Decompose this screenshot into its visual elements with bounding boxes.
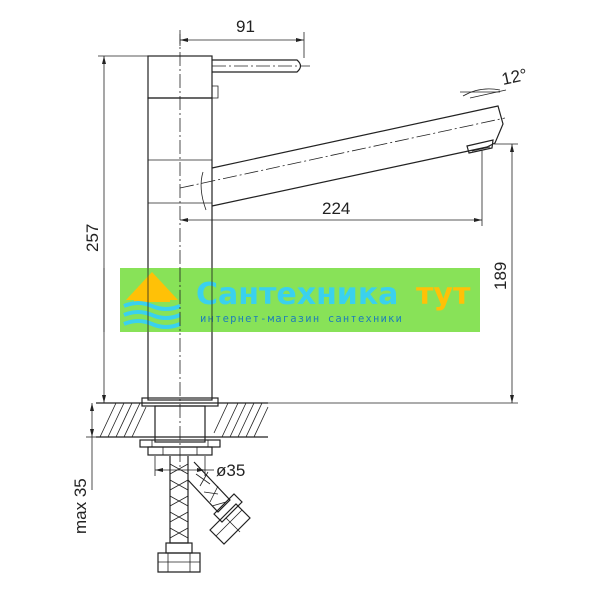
dim-max-thickness: max 35: [71, 478, 90, 534]
dimension-lines: [86, 32, 518, 490]
house-waves-icon: [123, 272, 181, 329]
spout-centerline: [179, 117, 506, 189]
dim-spout-reach: 224: [322, 199, 350, 218]
watermark-brand: Сантехника: [196, 277, 398, 312]
aerator: [466, 139, 494, 154]
watermark-brand-accent: тут: [416, 277, 471, 312]
fitting-angled-nut: [209, 503, 251, 545]
countertop-hatch-left: [99, 402, 147, 438]
hose-angled: [187, 461, 231, 513]
watermark-tagline: интернет-магазин сантехники: [200, 313, 403, 325]
fitting-straight-collar: [165, 542, 193, 554]
dim-angle-arc: [462, 88, 501, 97]
mounting-stud: [154, 405, 206, 443]
lock-nut: [147, 446, 213, 456]
dim-spout-height: 189: [491, 262, 510, 290]
dim-total-height: 257: [83, 224, 102, 252]
faucet-body: [147, 30, 506, 470]
fitting-straight-nut: [157, 552, 201, 573]
hose-braid-angled: [195, 471, 227, 507]
spout: [211, 105, 504, 207]
handle-notch: [212, 85, 219, 99]
dim-mount-diameter: ø35: [216, 461, 245, 480]
supply-hoses: [157, 456, 251, 573]
spout-collar: [200, 171, 207, 211]
dim-handle-reach: 91: [236, 17, 255, 36]
dim-spout-angle: 12°: [500, 65, 529, 89]
fitting-angled-collar: [213, 493, 243, 523]
countertop-hatch-right: [213, 402, 269, 438]
hose-braid-straight: [169, 463, 189, 539]
body-over-watermark: [103, 268, 213, 332]
watermark-banner: Сантехника тут интернет-магазин сантехни…: [120, 268, 480, 332]
countertop-section: [96, 397, 269, 456]
aerator-detail: [471, 146, 491, 152]
